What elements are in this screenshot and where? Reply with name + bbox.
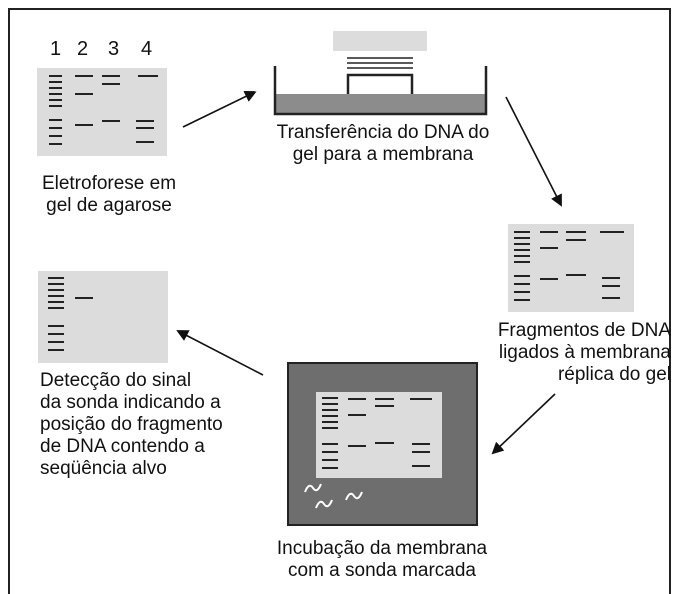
- transfer-apparatus: [273, 31, 488, 116]
- incubation-box: [287, 362, 478, 526]
- label-incubation: Incubação da membrana com a sonda marcad…: [276, 538, 488, 581]
- lane-number-4: 4: [141, 38, 153, 60]
- label-detection: Detecção do sinal da sonda indicando a p…: [40, 370, 223, 479]
- lane-number-1: 1: [50, 38, 62, 60]
- label-electrophoresis: Eletroforese em gel de agarose: [41, 173, 177, 216]
- agarose-gel: [37, 68, 167, 156]
- arrow-gel-to-transfer: [182, 90, 257, 128]
- label-fragments: Fragmentos de DNA ligados à membrana rép…: [497, 320, 671, 385]
- probe-squiggles: [304, 483, 363, 509]
- label-transfer: Transferência do DNA do gel para a membr…: [276, 122, 490, 165]
- detection-gel: [38, 271, 168, 363]
- lane-number-2: 2: [77, 38, 89, 60]
- figure-frame: [8, 8, 671, 594]
- membrane-replica: [508, 224, 634, 312]
- arrow-replica-to-incubation: [491, 393, 556, 455]
- arrow-incubation-to-detection: [176, 330, 264, 376]
- arrow-transfer-to-replica: [505, 96, 562, 207]
- lane-number-3: 3: [108, 38, 120, 60]
